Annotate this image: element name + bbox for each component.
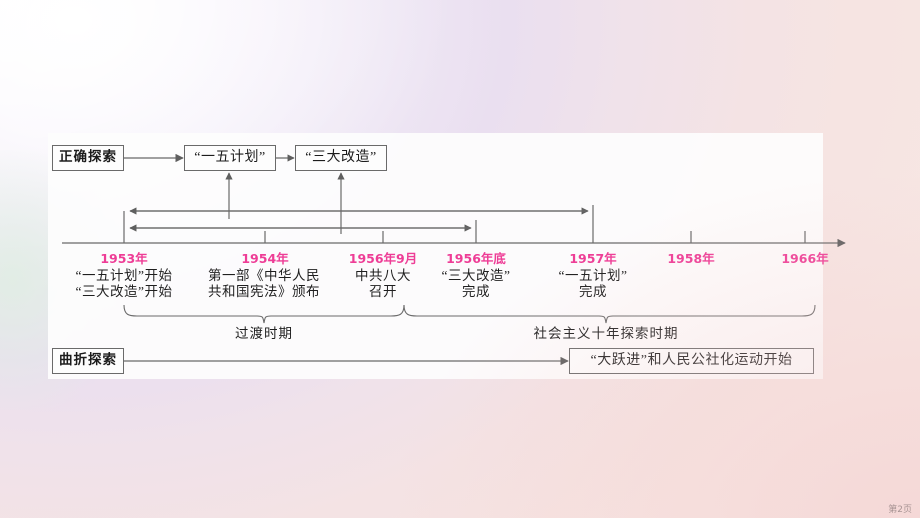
event-line: 中共八大	[355, 268, 411, 283]
event-line: “一五计划”开始	[75, 268, 173, 283]
year-label: 1956年底	[446, 251, 506, 266]
event-line: “三大改造”	[441, 268, 511, 283]
node-first-five-year-plan-text: “一五计划”	[194, 150, 266, 165]
year-label: 1966年	[781, 251, 829, 266]
node-three-great-transformations-text: “三大改造”	[305, 150, 377, 165]
event-line: “一五计划”	[558, 268, 628, 283]
node-first-five-year-plan[interactable]: “一五计划”	[184, 145, 276, 171]
node-great-leap-forward[interactable]: “大跃进”和人民公社化运动开始	[569, 348, 814, 374]
event-line: 召开	[369, 284, 397, 299]
year-label: 1958年	[667, 251, 715, 266]
track-label-winding-exploration-text: 曲折探索	[59, 352, 117, 369]
period-label: 过渡时期	[235, 326, 293, 341]
event-label: 第一部《中华人民 共和国宪法》颁布	[208, 268, 320, 300]
event-line: 完成	[461, 284, 490, 299]
year-label: 1956年9月	[348, 251, 418, 266]
track-label-winding-exploration[interactable]: 曲折探索	[52, 348, 124, 374]
year-label: 1953年	[100, 251, 148, 266]
diagram-panel	[48, 133, 823, 379]
event-line: 共和国宪法》颁布	[208, 284, 320, 299]
event-label: “一五计划” 完成	[559, 268, 628, 300]
year-label: 1957年	[569, 251, 617, 266]
page-number: 第2页	[888, 505, 912, 515]
year-label: 1954年	[241, 251, 289, 266]
event-label: 中共八大 召开	[355, 268, 411, 300]
track-label-correct-exploration-text: 正确探索	[59, 149, 117, 166]
event-line: 完成	[578, 284, 607, 299]
event-line: 第一部《中华人民	[208, 268, 320, 283]
node-great-leap-forward-text: “大跃进”和人民公社化运动开始	[590, 353, 793, 368]
period-label: 社会主义十年探索时期	[533, 326, 679, 341]
track-label-correct-exploration[interactable]: 正确探索	[52, 145, 124, 171]
event-line: “三大改造”开始	[75, 284, 173, 299]
node-three-great-transformations[interactable]: “三大改造”	[295, 145, 387, 171]
event-label: “一五计划”开始 “三大改造”开始	[76, 268, 173, 300]
event-label: “三大改造” 完成	[442, 268, 511, 300]
